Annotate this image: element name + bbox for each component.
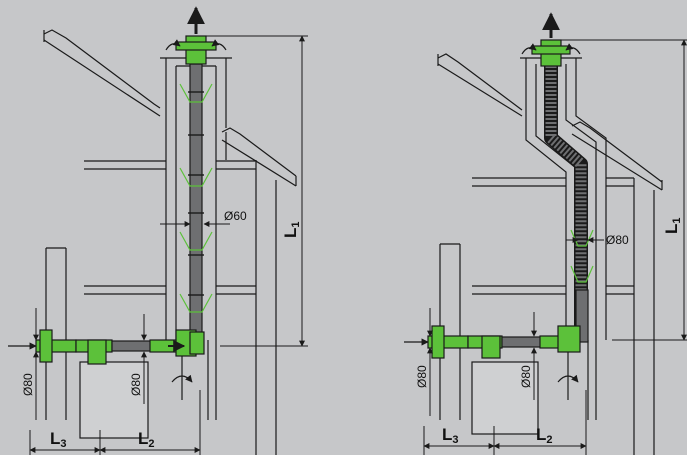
right-roof-lower <box>571 121 663 191</box>
right-roof-upper <box>437 53 523 117</box>
right-terminal <box>521 12 581 67</box>
left-dimensions <box>29 35 308 455</box>
right-flex-pipe <box>545 66 587 340</box>
left-diagram <box>8 6 308 455</box>
left-horizontal-pipe <box>8 329 205 400</box>
left-label-dia-side-b: Ø80 <box>129 373 143 396</box>
left-label-L1: L1 <box>281 221 302 238</box>
left-spacers <box>179 83 213 313</box>
right-boiler <box>471 361 539 435</box>
right-label-L1: L1 <box>662 217 683 234</box>
left-label-L3: L3 <box>50 429 67 450</box>
left-chimney <box>160 57 232 420</box>
right-label-L2: L2 <box>536 425 553 446</box>
left-label-L2: L2 <box>138 429 155 450</box>
left-flue-pipe <box>189 63 203 351</box>
left-floors <box>84 160 277 455</box>
right-label-dia-vertical: Ø80 <box>606 233 629 247</box>
left-pipe-joints <box>188 91 204 296</box>
right-floors <box>472 177 655 455</box>
right-label-L3: L3 <box>442 425 459 446</box>
left-label-dia-side-a: Ø80 <box>21 373 35 396</box>
left-roof-upper <box>43 29 161 117</box>
right-diagram <box>404 12 687 455</box>
right-horizontal-pipe <box>404 325 581 400</box>
left-terminal <box>165 6 227 65</box>
left-boiler <box>79 361 149 439</box>
left-roof-lower <box>221 127 297 187</box>
right-label-dia-side-b: Ø80 <box>519 365 533 388</box>
right-label-dia-side-a: Ø80 <box>415 365 429 388</box>
left-label-dia-vertical: Ø60 <box>224 209 247 223</box>
right-dimensions <box>423 39 687 455</box>
